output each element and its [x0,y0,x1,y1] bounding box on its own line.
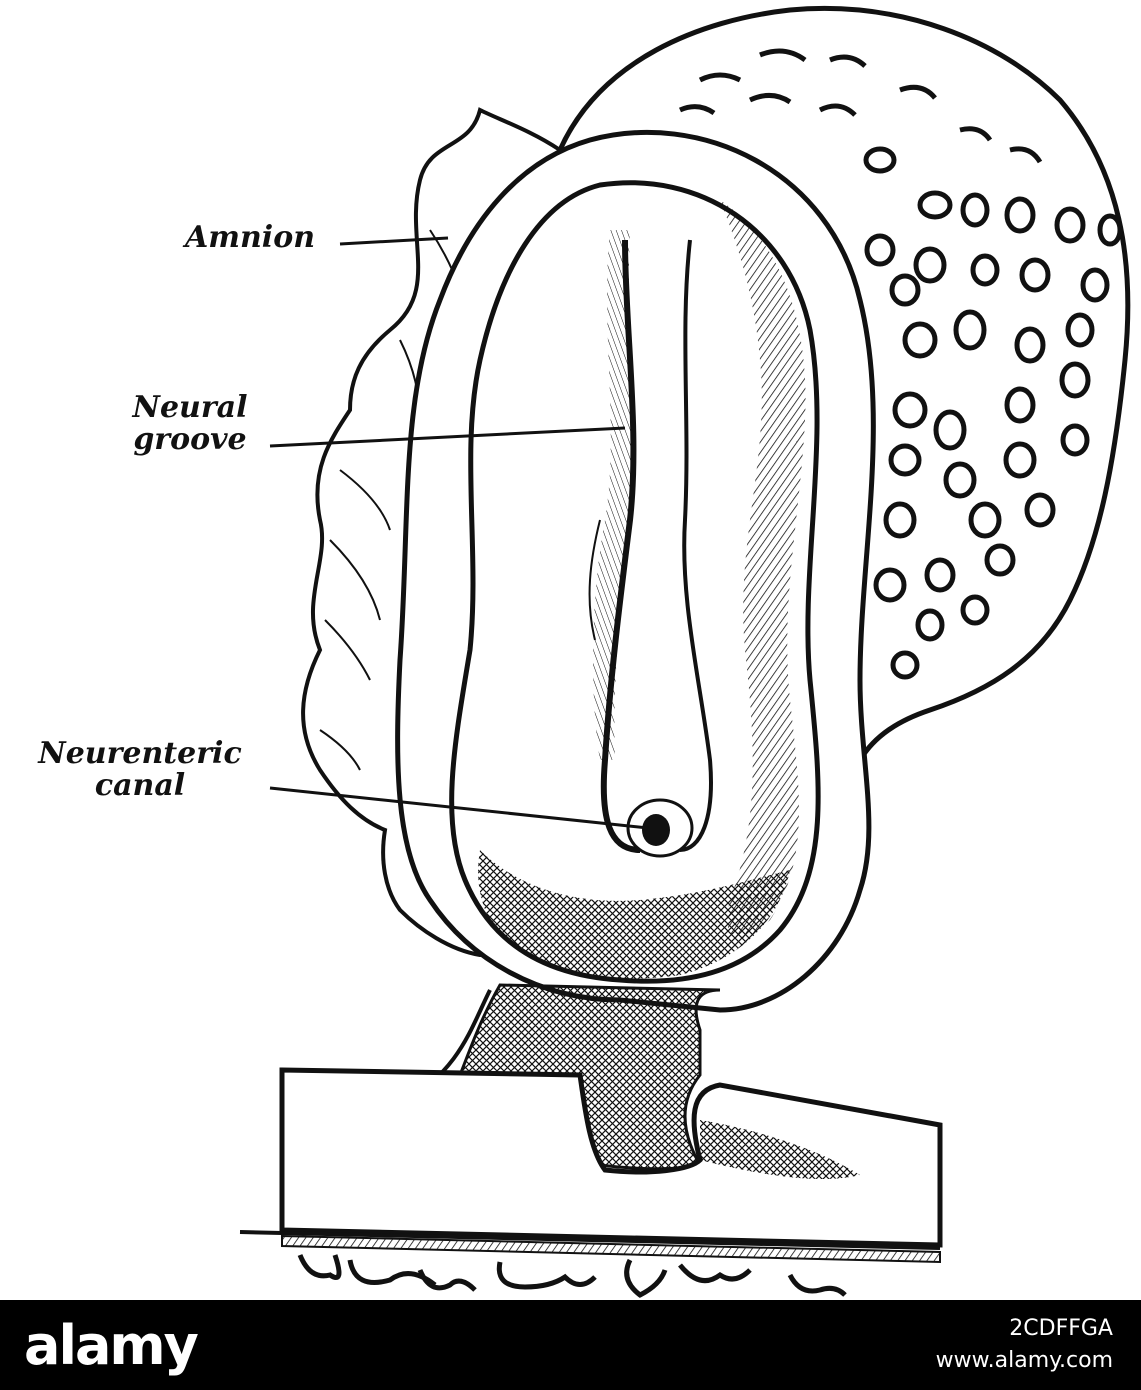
neural-groove-leader-line [269,426,626,448]
neurenteric-canal-label: Neurenteric canal [0,738,280,802]
watermark-footer: alamy 2CDFFGA www.alamy.com [0,1300,1141,1390]
embryo-shading-right [720,200,806,939]
decidua-shading [700,1120,860,1180]
neural-groove-label-line2: groove [133,422,247,457]
neurenteric-canal-leader-line [269,786,649,830]
neurenteric-canal-label-line1: Neurenteric [38,736,242,771]
villi-pattern [678,48,1123,680]
epithelium-strip [239,1230,941,1264]
image-id-text: 2CDFFGA [1009,1316,1113,1341]
neural-fold-shading [593,230,634,760]
site-url-text: www.alamy.com [935,1348,1113,1373]
embryo-drawing [239,5,1131,1298]
neurenteric-canal-label-line2: canal [94,768,186,803]
brand-logo: alamy [24,1314,199,1377]
uterine-glands [297,1254,847,1298]
neural-groove-label-line1: Neural [132,390,248,425]
neurenteric-canal-pit [626,798,694,858]
embryonic-disc-inner [449,180,821,984]
neural-groove-label: Neural groove [100,392,280,456]
amnion-leader-line [339,236,449,246]
embryo-shading-bottom [478,850,790,979]
decidua-block [279,1067,943,1248]
leader-lines [269,236,649,830]
embryo-illustration: Amnion Neural groove Neurenteric canal [0,5,1131,1298]
amnion-label: Amnion [150,222,350,254]
amnion-label-text: Amnion [184,220,316,255]
